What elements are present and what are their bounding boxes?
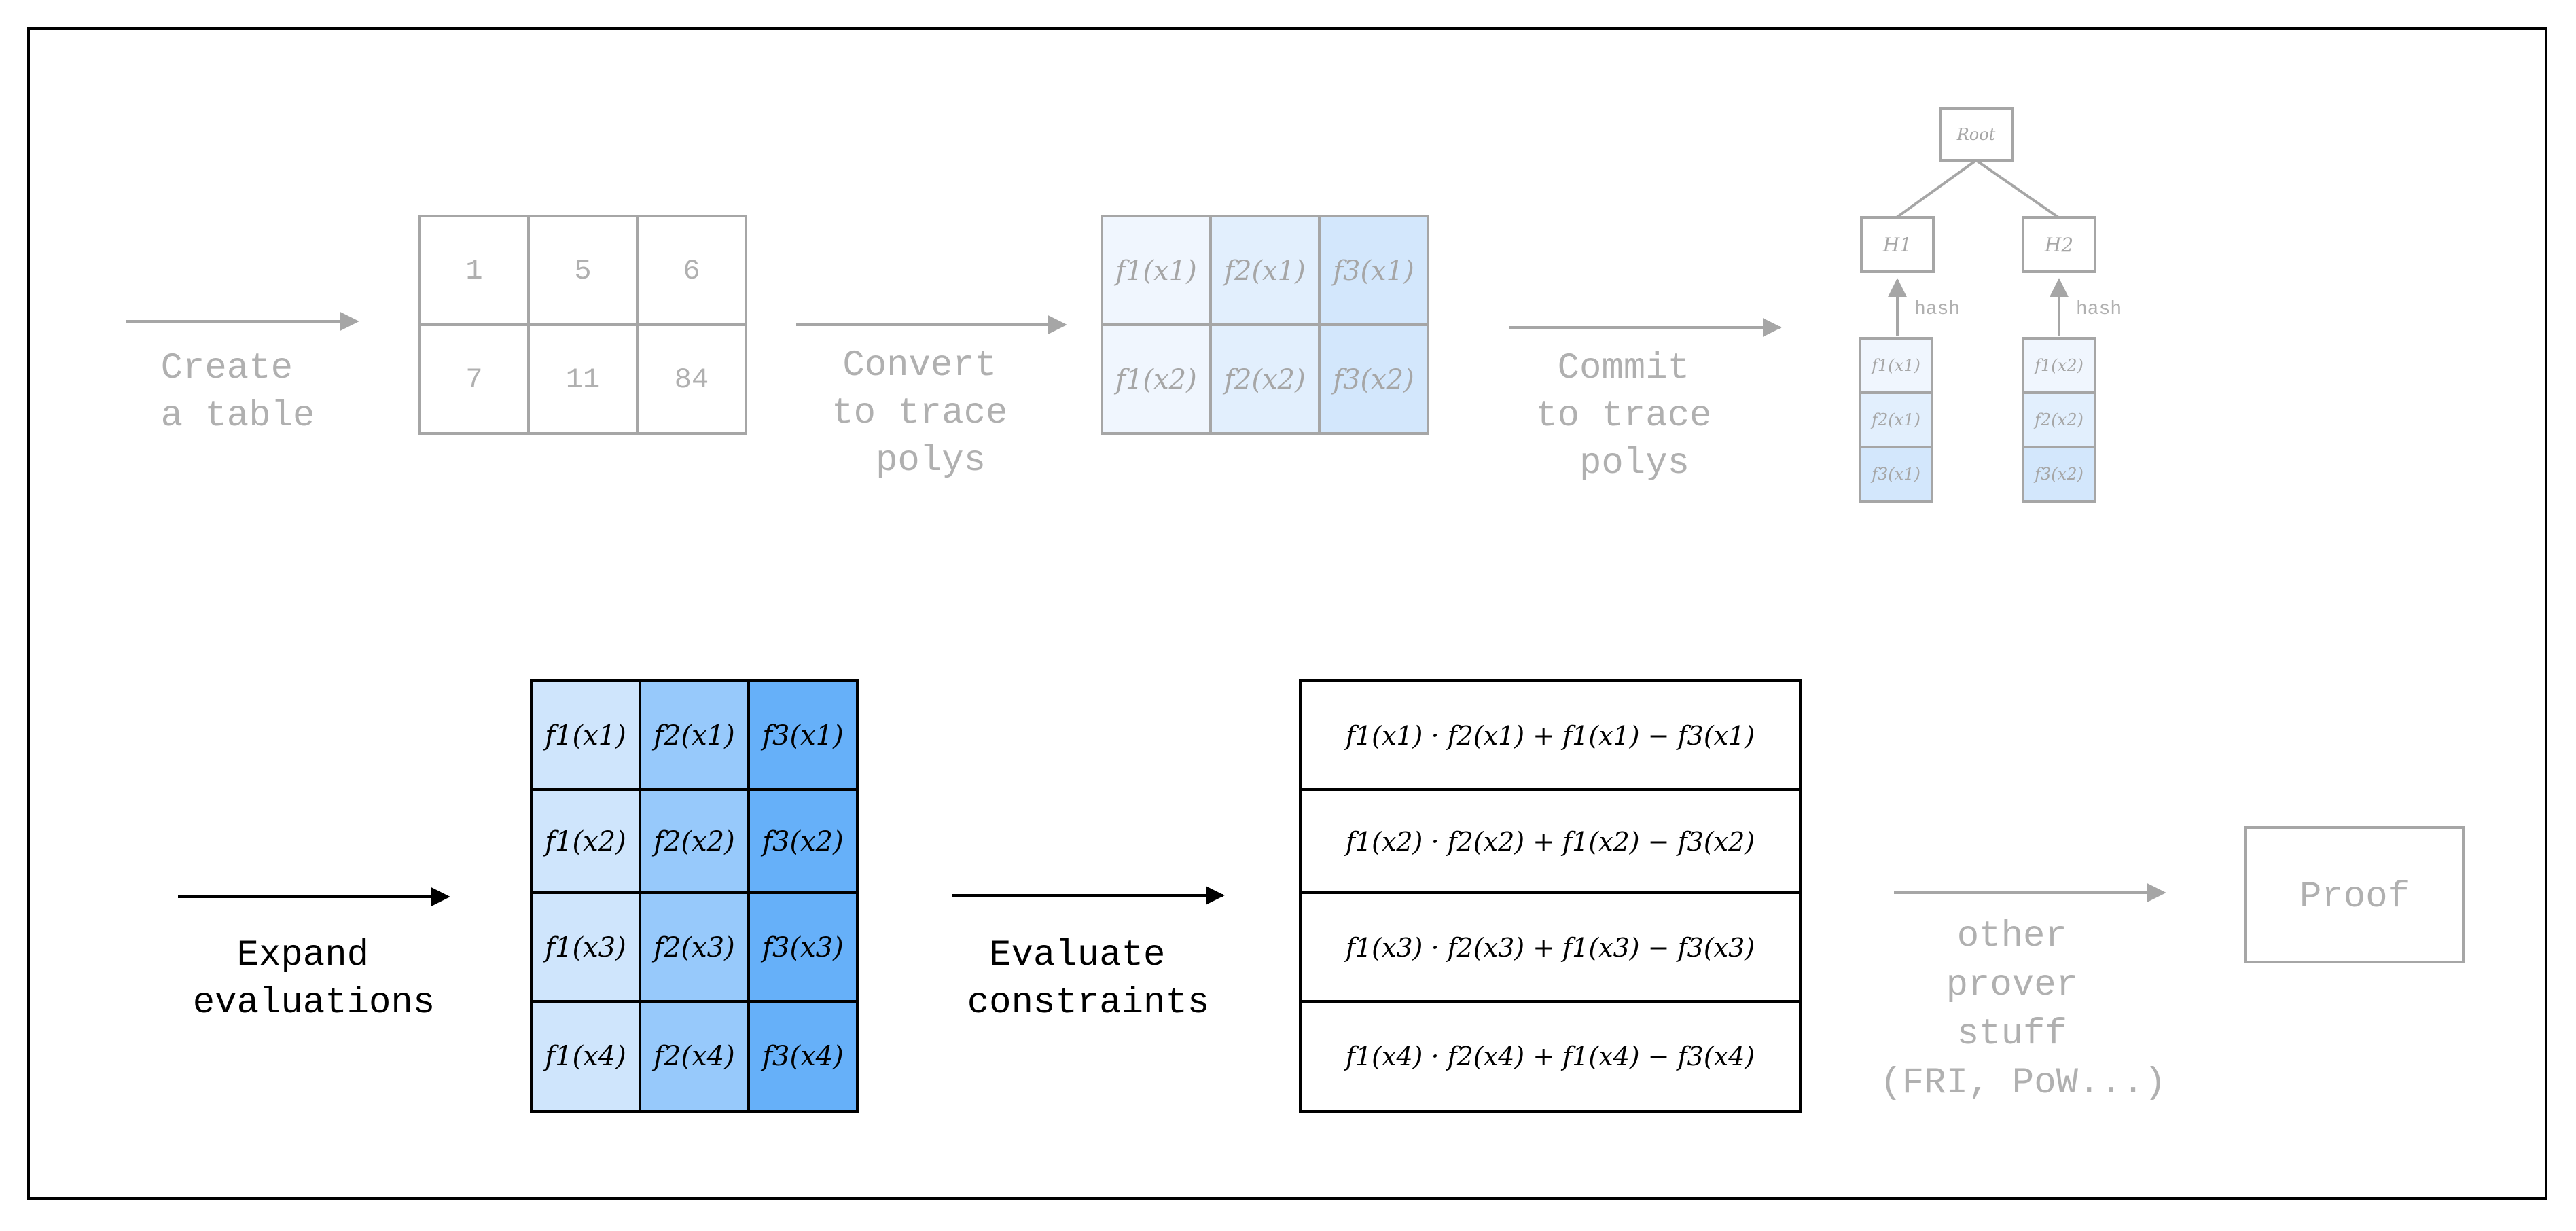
create-table-label: Create a table [161,348,315,437]
merkle-node-h1-label: H1 [1882,234,1912,256]
table-cell: 7 [465,363,482,396]
trace-cell: f2(x2) [1222,364,1305,395]
merkle-leaf: f3(x2) [2033,465,2083,484]
expanded-cell: f3(x2) [760,826,843,857]
table-cell: 5 [574,255,591,287]
constraint-row: f1(x1) · f2(x1) + f1(x1) − f3(x1) [1344,721,1755,751]
table-cell: 11 [566,363,600,396]
hash-label-left: hash [1914,299,1960,320]
hash-label-right: hash [2076,299,2122,320]
expanded-cell: f2(x4) [651,1041,734,1072]
expanded-evaluations-table: f1(x1) f2(x1) f3(x1) f1(x2) f2(x2) f3(x2… [530,679,859,1113]
expanded-cell: f2(x3) [651,932,734,963]
trace-cell: f1(x1) [1113,255,1196,287]
evaluate-label: Evaluate constraints [967,935,1209,1024]
merkle-node-h2 [2022,216,2096,273]
merkle-root-label: Root [1956,125,1996,144]
table-cell: 1 [465,255,482,287]
commit-label: Commit to trace polys [1535,348,1734,484]
merkle-node-h1 [1860,216,1935,273]
trace-cell: f2(x1) [1222,255,1305,287]
constraint-row: f1(x2) · f2(x2) + f1(x2) − f3(x2) [1344,827,1755,857]
expanded-cell: f1(x3) [543,932,626,963]
proof-label: Proof [2300,876,2410,918]
constraint-row: f1(x3) · f2(x3) + f1(x3) − f3(x3) [1344,933,1755,963]
value-table: 1 5 6 7 11 84 [418,215,747,435]
expanded-cell: f1(x1) [543,720,626,751]
trace-cell: f1(x2) [1113,364,1196,395]
table-cell: 84 [675,363,709,396]
merkle-leaf: f2(x2) [2033,410,2083,429]
trace-cell: f3(x1) [1331,255,1414,287]
trace-poly-table: f1(x1) f2(x1) f3(x1) f1(x2) f2(x2) f3(x2… [1101,215,1429,435]
expanded-cell: f3(x4) [760,1041,843,1072]
constraint-row: f1(x4) · f2(x4) + f1(x4) − f3(x4) [1344,1041,1755,1071]
merkle-leaf: f1(x1) [1870,356,1920,375]
merkle-root-node [1939,107,2014,162]
merkle-leaf: f2(x1) [1870,410,1920,429]
merkle-leaf: f3(x1) [1870,465,1920,484]
other-prover-label: other prover stuff (FRI, PoW...) [1880,916,2166,1104]
convert-label: Convert to trace polys [831,345,1030,482]
merkle-leaf: f1(x2) [2033,356,2083,375]
proof-box [2244,826,2465,963]
constraints-table: f1(x1) · f2(x1) + f1(x1) − f3(x1) f1(x2)… [1299,679,1802,1113]
expanded-cell: f1(x2) [543,826,626,857]
expanded-cell: f3(x1) [760,720,843,751]
expand-label: Expand evaluations [193,935,435,1024]
expanded-cell: f2(x2) [651,826,734,857]
table-cell: 6 [683,255,700,287]
expanded-cell: f2(x1) [651,720,734,751]
trace-cell: f3(x2) [1331,364,1414,395]
merkle-tree: Root H1 H2 hash hash f1(x1) f2(x1) f3(x1… [1859,107,2122,503]
expanded-cell: f3(x3) [760,932,843,963]
expanded-cell: f1(x4) [543,1041,626,1072]
merkle-node-h2-label: H2 [2044,234,2073,256]
